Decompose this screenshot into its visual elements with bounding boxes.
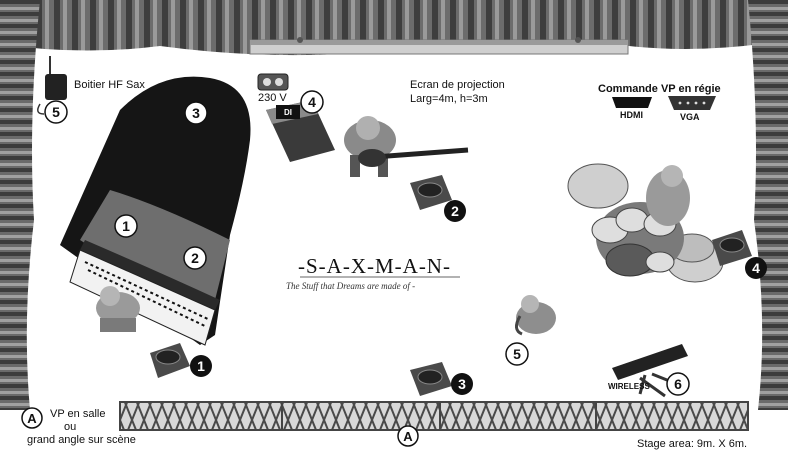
monitor-marker-4-label: 4 [752,260,760,276]
vp-room-line3: grand angle sur scène [27,434,136,446]
marker-piano-lid-label: 3 [192,105,200,121]
logo-name: -S-A-X-M-A-N- [298,254,451,279]
logo-tagline: The Stuff that Dreams are made of - [286,281,415,291]
monitor-marker-4: 4 [745,257,767,279]
marker-wireless: 6 [667,373,689,395]
marker-hf-sax: 5 [45,101,67,123]
di-amp-box [266,100,335,162]
wireless-label: WIRELESS [608,382,650,391]
guitarist-figure [344,116,468,177]
marker-vp-a-bottom: A [398,426,418,446]
marker-di-box-label: 4 [308,94,316,110]
monitor-marker-1-label: 1 [197,358,205,374]
monitor-marker-3-label: 3 [458,376,466,392]
right-curtain [748,0,788,410]
marker-piano-mic-1-label: 1 [122,218,130,234]
vp-room-line2: ou [64,421,76,433]
screen-size: Larg=4m, h=3m [410,93,488,105]
marker-vp-a-left-label: A [27,411,37,426]
floor-monitor-3 [410,362,452,396]
sax-player-figure [516,295,556,334]
di-label: DI [284,108,292,117]
marker-sax-player: 5 [506,343,528,365]
marker-piano-lid: 3 [185,102,207,124]
hdmi-icon [612,97,652,108]
marker-wireless-label: 6 [674,376,682,392]
drum-kit [568,164,723,282]
vp-room-line1: VP en salle [50,408,105,420]
power-label: 230 V [258,92,287,104]
marker-vp-a-bottom-label: A [403,429,413,444]
vga-label: VGA [680,112,700,122]
grand-piano [60,77,251,345]
stage-area-label: Stage area: 9m. X 6m. [637,438,747,450]
vp-control-label: Commande VP en régie [598,83,721,95]
monitor-marker-2: 2 [444,200,466,222]
power-outlet-icon [258,74,288,90]
left-curtain [0,0,40,410]
monitor-marker-1: 1 [190,355,212,377]
marker-piano-mic-2: 2 [184,247,206,269]
front-truss [120,402,748,430]
marker-piano-mic-1: 1 [115,215,137,237]
marker-di-box: 4 [301,91,323,113]
marker-sax-player-label: 5 [513,346,521,362]
monitor-marker-2-label: 2 [451,203,459,219]
vga-icon [668,96,716,110]
monitor-marker-3: 3 [451,373,473,395]
screen-title: Ecran de projection [410,79,505,91]
hdmi-label: HDMI [620,110,643,120]
marker-hf-sax-label: 5 [52,104,60,120]
hf-sax-box-label: Boitier HF Sax [74,79,145,91]
floor-monitor-1 [150,343,190,378]
marker-vp-a-left: A [22,408,42,428]
floor-monitor-2 [410,175,452,210]
projection-screen [250,37,628,54]
marker-piano-mic-2-label: 2 [191,250,199,266]
drummer-figure [646,165,690,226]
